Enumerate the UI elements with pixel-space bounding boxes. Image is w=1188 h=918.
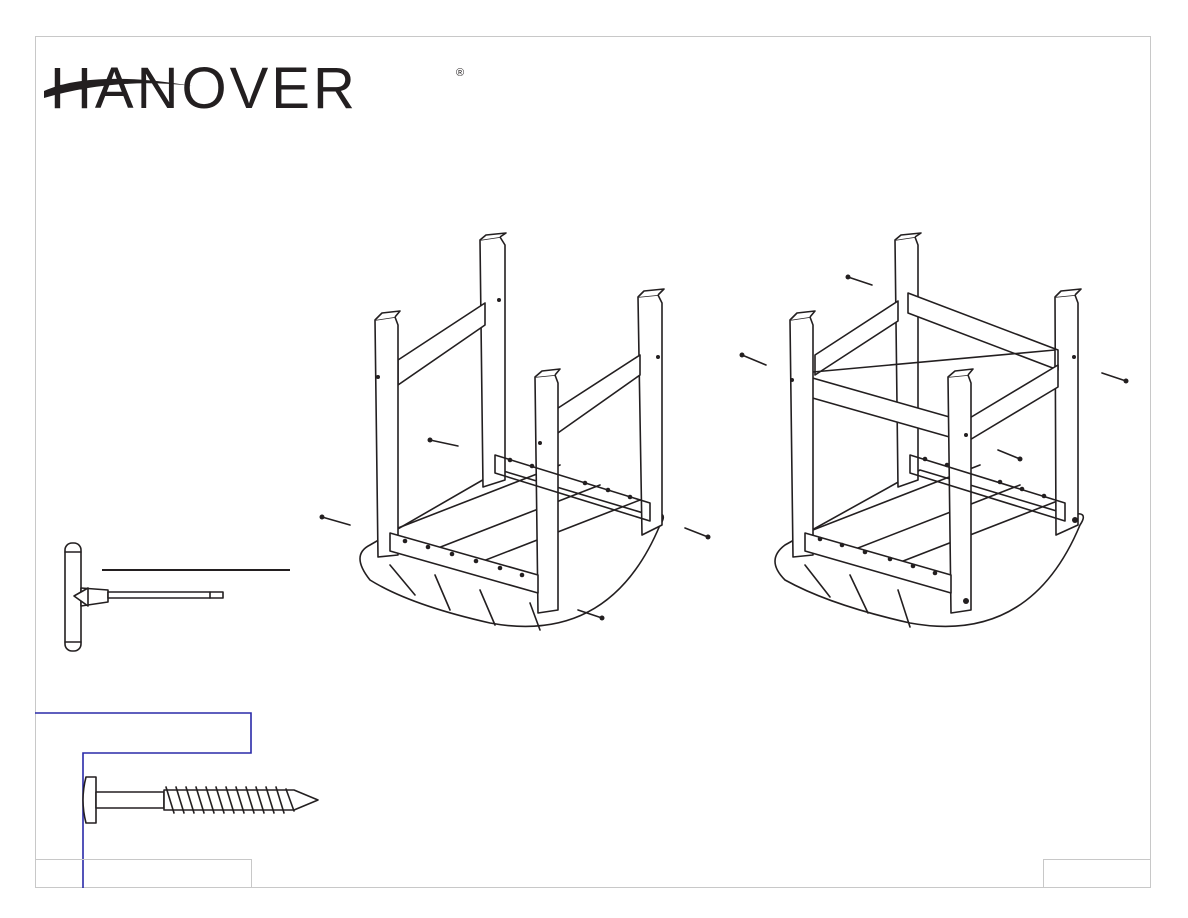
leg-front-left (790, 317, 813, 557)
brand-logo: HANOVER ® (42, 58, 472, 120)
screw-head (83, 777, 96, 823)
assembly-diagram-step-b (730, 225, 1150, 645)
screw-shank (96, 792, 164, 808)
leg-back-right (638, 295, 662, 535)
crossbar-right (958, 365, 1058, 447)
hex-key-size-rule (102, 569, 290, 571)
crossbar-left (398, 303, 485, 385)
crossbar-back (908, 293, 1058, 370)
footer-box-right (1043, 859, 1151, 888)
leg-back-right (1055, 295, 1078, 535)
hex-key-figure (60, 540, 300, 655)
leg-back-left (480, 237, 505, 487)
lag-screw-figure (74, 765, 324, 835)
crossbar-right (555, 355, 640, 435)
registered-mark: ® (456, 67, 464, 79)
footer-box-left (35, 859, 252, 888)
crossbar-left (815, 301, 898, 375)
leg-front-left (375, 317, 398, 557)
crossbar-front (802, 375, 960, 440)
assembly-diagram-step-a (310, 225, 730, 645)
hex-key-shaft (108, 592, 223, 598)
brand-wordmark: HANOVER (50, 58, 358, 120)
